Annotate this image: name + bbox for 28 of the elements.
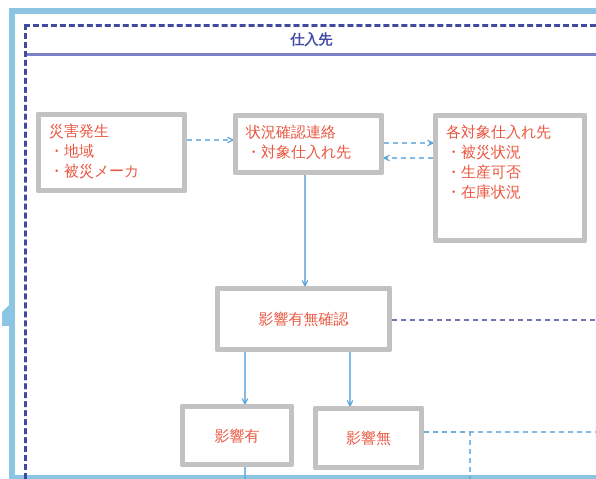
- bullet-item: ・地域: [49, 141, 94, 161]
- process-box: [233, 113, 384, 175]
- process-box: [433, 113, 587, 243]
- bullet-item: ・対象仕入れ先: [246, 142, 351, 162]
- connector-line: [392, 319, 596, 321]
- box-heading: 各対象仕入れ先: [446, 122, 551, 142]
- bullet-item: ・生産可否: [446, 162, 521, 182]
- box-heading: 状況確認連絡: [246, 122, 336, 142]
- connector-line: [244, 467, 246, 479]
- arrow: [383, 154, 433, 162]
- connector-line: [424, 431, 471, 479]
- box-heading: 災害発生: [49, 121, 109, 141]
- box-label: 影響無: [346, 428, 391, 448]
- box-label: 影響有無確認: [258, 309, 348, 329]
- arrow: [242, 352, 248, 405]
- process-box: [215, 286, 392, 352]
- bullet-item: ・在庫状況: [446, 182, 521, 202]
- process-box: [313, 406, 424, 470]
- arrow: [187, 136, 234, 144]
- box-label: 影響有: [214, 426, 260, 446]
- process-box: [180, 404, 294, 467]
- process-box: [36, 112, 187, 193]
- bullet-item: ・被災メーカ: [49, 161, 139, 181]
- arrow: [346, 352, 354, 407]
- arrow: [384, 140, 434, 146]
- lane-title: 仕入先: [290, 31, 332, 49]
- arrow: [302, 175, 308, 287]
- bullet-item: ・被災状況: [446, 142, 521, 162]
